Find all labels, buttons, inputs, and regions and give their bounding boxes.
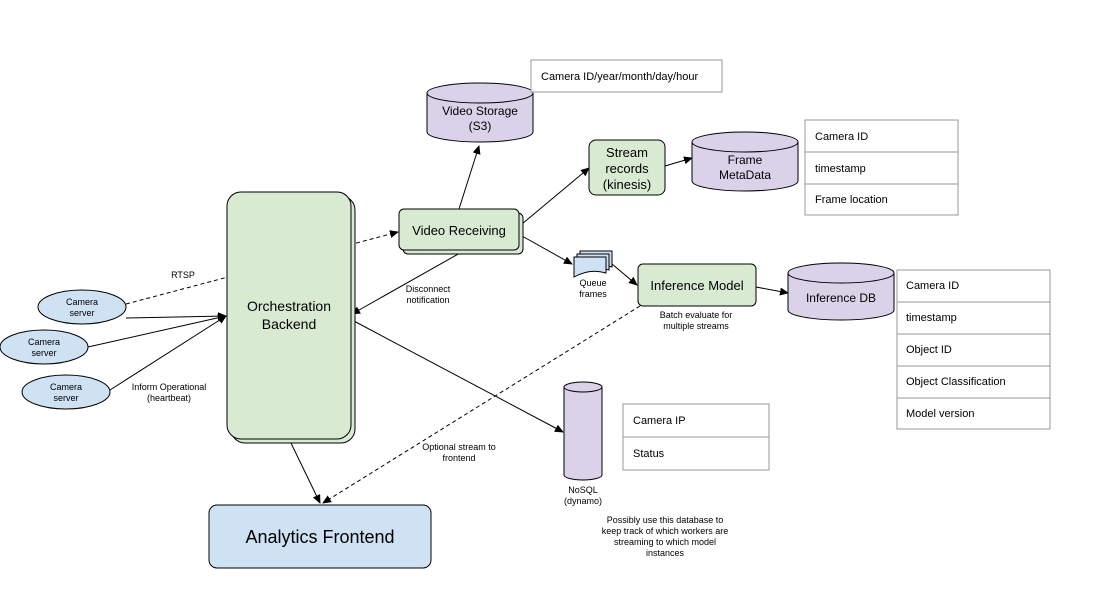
camera-server-2-label-2: server (31, 348, 56, 358)
edge-optional-stream-to-frontend (322, 305, 641, 504)
inference-db-field-5: Model version (906, 408, 974, 420)
inference-model-node: Inference Model (637, 263, 757, 307)
edge-labels: RTSP Inform Operational (heartbeat) Disc… (132, 270, 733, 558)
inference-db-field-4: Object Classification (906, 376, 1006, 388)
edge-orchestration-to-nosql (351, 319, 564, 433)
camera-server-2-label-1: Camera (28, 337, 60, 347)
stream-records-label-2: records (605, 161, 649, 176)
video-storage-path-cell: Camera ID/year/month/day/hour (541, 71, 698, 83)
camera-server-node-3: Camera server (21, 374, 111, 410)
analytics-frontend-node: Analytics Frontend (208, 504, 432, 569)
edge-video-receiving-to-queue (521, 235, 573, 265)
frame-metadata-node: Frame MetaData (691, 131, 799, 192)
nosql-note-label-4: instances (646, 548, 685, 558)
inference-db-node: Inference DB (787, 262, 895, 321)
disconnect-notification-label-1: Disconnect (406, 284, 451, 294)
analytics-frontend-label: Analytics Frontend (245, 527, 394, 547)
inference-model-label: Inference Model (650, 278, 743, 293)
edge-video-receiving-to-storage (458, 145, 481, 210)
orchestration-backend-node: Orchestration Backend (226, 191, 356, 444)
frame-metadata-field-2: timestamp (815, 163, 866, 175)
queue-frames-label-2: frames (579, 289, 607, 299)
optional-stream-label-1: Optional stream to (422, 442, 496, 452)
video-storage-node: Video Storage (S3) (426, 82, 534, 143)
edge-camera2-to-orchestration (87, 313, 227, 348)
edge-queue-to-inference-model (611, 263, 638, 286)
video-storage-path-table: Camera ID/year/month/day/hour (530, 59, 723, 93)
nosql-field-2: Status (633, 448, 665, 460)
video-receiving-label: Video Receiving (412, 223, 506, 238)
inform-operational-label-2: (heartbeat) (147, 393, 191, 403)
orchestration-backend-label-1: Orchestration (247, 298, 331, 314)
frame-metadata-label-1: Frame (728, 153, 763, 167)
nosql-node: NoSQL (dynamo) (563, 381, 603, 506)
nosql-note-label-3: streaming to which model (614, 537, 716, 547)
optional-stream-label-2: frontend (442, 453, 475, 463)
orchestration-backend-label-2: Backend (262, 316, 316, 332)
camera-server-node-2: Camera server (0, 329, 89, 365)
edge-orchestration-to-frontend (289, 440, 321, 504)
camera-server-node-1: Camera server (37, 289, 127, 325)
inference-db-field-2: timestamp (906, 312, 957, 324)
queue-frames-label-1: Queue (579, 278, 606, 288)
batch-evaluate-label-1: Batch evaluate for (660, 310, 733, 320)
batch-evaluate-label-2: multiple streams (663, 321, 729, 331)
edge-camera1-to-orchestration (125, 312, 227, 321)
stream-records-label-1: Stream (606, 145, 648, 160)
camera-server-1-label-2: server (69, 308, 94, 318)
nosql-note-label-1: Possibly use this database to (607, 515, 724, 525)
frame-metadata-label-2: MetaData (719, 168, 771, 182)
nosql-field-1: Camera IP (633, 415, 686, 427)
frame-metadata-fields-table: Camera ID timestamp Frame location (804, 119, 959, 216)
video-receiving-node: Video Receiving (398, 208, 524, 255)
nosql-note-label-2: keep track of which workers are (602, 526, 729, 536)
camera-server-3-label-2: server (53, 393, 78, 403)
queue-frames-node: Queue frames (573, 250, 613, 299)
camera-server-3-label-1: Camera (50, 382, 82, 392)
stream-records-node: Stream records (kinesis) (588, 139, 666, 196)
nosql-label-2: (dynamo) (564, 496, 602, 506)
edge-disconnect-notification (351, 252, 461, 315)
inference-db-field-1: Camera ID (906, 280, 959, 292)
frame-metadata-field-3: Frame location (815, 194, 888, 206)
camera-server-1-label-1: Camera (66, 297, 98, 307)
inform-operational-label-1: Inform Operational (132, 382, 207, 392)
inference-db-field-3: Object ID (906, 344, 952, 356)
edge-camera3-to-orchestration (109, 315, 227, 391)
stream-records-label-3: (kinesis) (603, 177, 651, 192)
inference-db-fields-table: Camera ID timestamp Object ID Object Cla… (896, 269, 1051, 430)
video-storage-label-1: Video Storage (442, 104, 518, 118)
edge-stream-records-to-frame-metadata (664, 156, 693, 167)
nosql-label-1: NoSQL (568, 485, 598, 495)
disconnect-notification-label-2: notification (406, 295, 449, 305)
edge-video-receiving-to-stream-records (521, 167, 590, 225)
frame-metadata-field-1: Camera ID (815, 131, 868, 143)
edge-inference-model-to-db (755, 286, 789, 296)
nosql-fields-table: Camera IP Status (622, 403, 770, 471)
rtsp-label: RTSP (171, 270, 195, 280)
video-storage-label-2: (S3) (469, 119, 492, 133)
inference-db-label: Inference DB (806, 291, 876, 305)
